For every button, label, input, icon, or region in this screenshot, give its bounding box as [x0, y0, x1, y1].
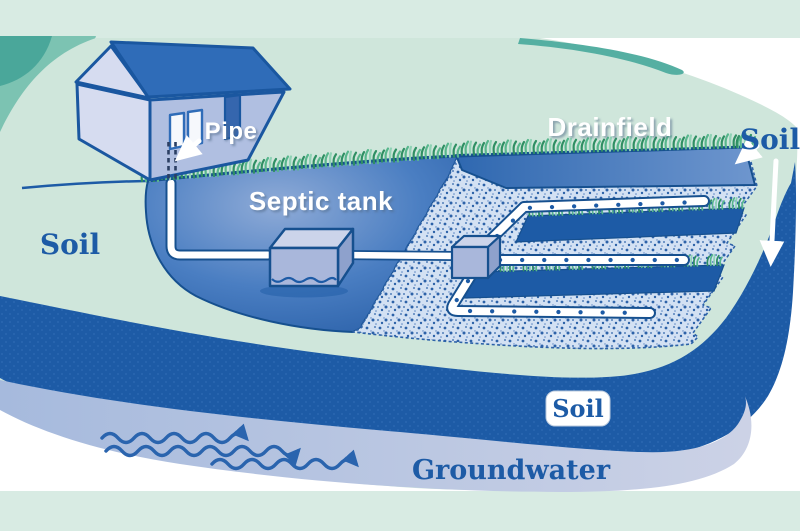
flow-arrow-icon — [104, 444, 301, 466]
flow-arrow-icon — [100, 423, 249, 445]
house-roof — [109, 40, 292, 99]
teal-corner-accent-dark — [0, 36, 52, 86]
septic-tank-label: Septic tank — [249, 186, 393, 216]
flow-arrow-icon — [210, 449, 359, 471]
pipe-label: Pipe — [205, 118, 258, 145]
groundwater-flow-arrows — [100, 423, 359, 471]
soil-arrow-icon-1 — [734, 138, 763, 165]
top-strip — [0, 0, 800, 38]
bottom-strip — [0, 491, 800, 531]
dbox-front-face — [450, 245, 490, 280]
soil-arrow-icon-2 — [759, 158, 785, 267]
drainfield-label: Drainfield — [548, 112, 673, 142]
groundwater-layer — [0, 380, 752, 492]
lateral-pipes — [446, 195, 710, 319]
soil-label-right: Soil — [740, 123, 800, 156]
lateral-pipe-1 — [480, 195, 710, 250]
tank-liquid-line — [271, 276, 337, 284]
pipe-tank-to-dbox — [335, 250, 461, 261]
soil-label-box — [545, 390, 611, 427]
distribution-box — [450, 234, 502, 280]
tank-shadow — [260, 284, 348, 298]
house-door — [223, 93, 242, 141]
soil-label-boxed: Soil — [545, 390, 611, 427]
house-window — [168, 111, 186, 151]
soil-label-boxed-text: Soil — [552, 394, 604, 423]
ground-surface-line — [21, 179, 147, 190]
pipe-house-to-tank — [165, 177, 274, 261]
lateral-pipe-3 — [446, 265, 656, 319]
septic-tank — [268, 227, 355, 288]
teal-wave-accent — [518, 38, 684, 75]
soil-label-left: Soil — [40, 228, 100, 261]
groundwater-label: Groundwater — [412, 455, 611, 486]
pipe-arrow-icon — [174, 135, 203, 162]
saturated-soil-band — [0, 162, 797, 462]
